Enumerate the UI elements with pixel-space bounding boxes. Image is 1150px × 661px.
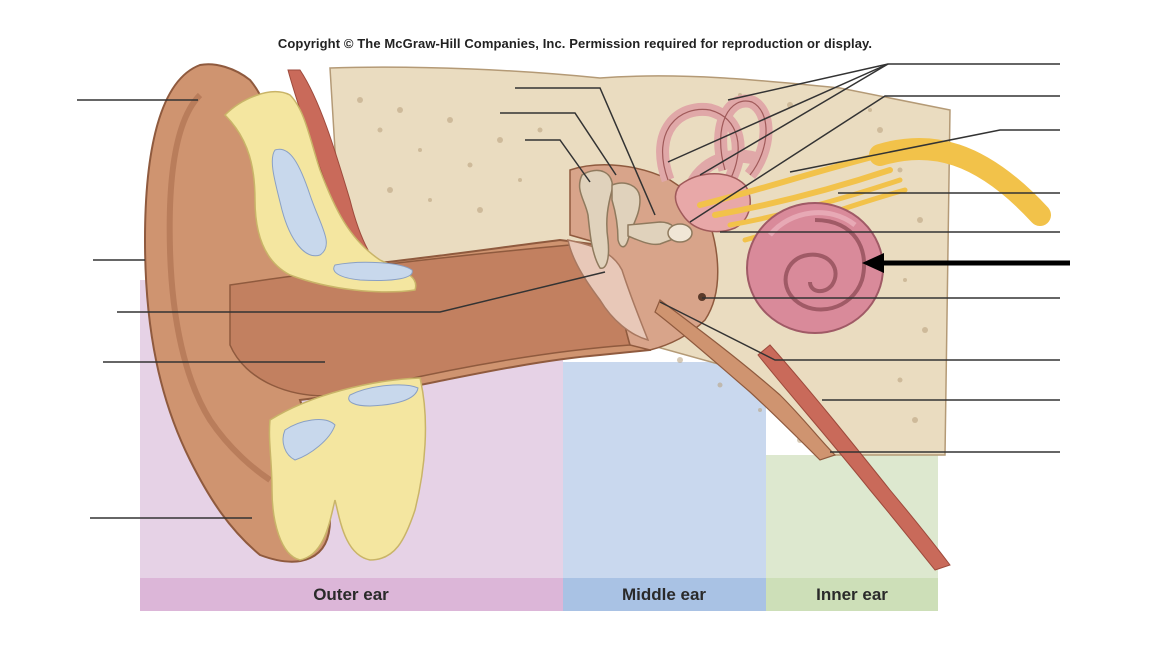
label-lines-right (659, 63, 1060, 453)
cartilage-upper-core (271, 148, 327, 257)
pointer-arrow (862, 253, 1070, 273)
inner-ear-label: Inner ear (816, 585, 888, 604)
middle-ear-region (563, 362, 766, 580)
auditory-tube (654, 299, 837, 461)
oval-window (667, 223, 693, 243)
middle-ear-label: Middle ear (622, 585, 706, 604)
outer-ear-label: Outer ear (313, 585, 389, 604)
cochlea (746, 202, 884, 334)
stapes (627, 221, 678, 246)
copyright-notice: Copyright © The McGraw-Hill Companies, I… (277, 36, 873, 51)
cartilage-upper-core-2 (333, 261, 413, 281)
inner-ear-bar (766, 578, 938, 611)
tympanic-membrane (567, 239, 650, 342)
middle-ear-bar (563, 578, 766, 611)
outer-ear-bar (140, 578, 563, 611)
auricle-fold (166, 92, 272, 483)
muscle-lower (757, 344, 951, 571)
cartilage-lower-core (282, 419, 336, 461)
cartilage-lower-core-2 (348, 384, 419, 407)
semicircular-canals-outline (662, 100, 767, 181)
label-lines-top (500, 87, 656, 216)
label-lines-left (77, 99, 606, 519)
cartilage-upper (223, 91, 417, 293)
round-window (698, 293, 706, 301)
incus (611, 182, 641, 248)
